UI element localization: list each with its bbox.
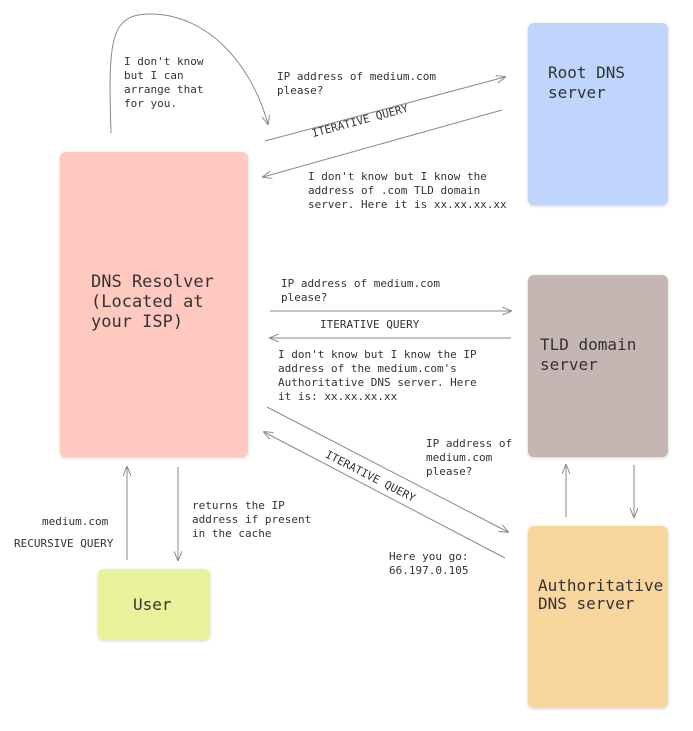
root-dns-server-node: Root DNS server — [528, 23, 668, 205]
cache-note-text: returns the IP address if present in the… — [192, 499, 312, 540]
user-label: User — [133, 595, 172, 614]
root-reply-text: I don't know but I know the address of .… — [308, 170, 507, 211]
recursive-query-label: RECURSIVE QUERY — [14, 537, 114, 550]
authoritative-dns-server-node: Authoritative DNS server — [528, 526, 668, 708]
self-loop-arrow — [109, 13, 268, 134]
tld-query-text: IP address of medium.com please? — [281, 277, 440, 304]
root-to-resolver-arrow — [263, 109, 503, 177]
self-note-text: I don't know but I can arrange that for … — [124, 55, 204, 110]
resolver-to-authoritative-arrow — [266, 406, 508, 532]
iterative-query-label-2: ITERATIVE QUERY — [320, 318, 420, 331]
resolver-to-root-arrow — [264, 77, 505, 142]
user-node: User — [98, 569, 210, 640]
authoritative-dns-server-label: Authoritative DNS server — [538, 576, 664, 613]
auth-reply-text: Here you go: 66.197.0.105 — [389, 550, 469, 577]
authoritative-to-resolver-arrow — [264, 432, 506, 559]
dns-resolver-node: DNS Resolver (Located at your ISP) — [60, 152, 248, 457]
dns-resolver-label: DNS Resolver (Located at your ISP) — [91, 272, 214, 332]
tld-domain-server-node: TLD domain server — [528, 275, 668, 457]
root-query-text: IP address of medium.com please? — [277, 70, 436, 97]
root-dns-server-label: Root DNS server — [548, 63, 626, 102]
user-domain-text: medium.com — [42, 515, 109, 528]
auth-query-text: IP address of medium.com please? — [426, 437, 513, 478]
tld-domain-server-label: TLD domain server — [540, 335, 637, 374]
tld-reply-text: I don't know but I know the IP address o… — [278, 348, 477, 403]
